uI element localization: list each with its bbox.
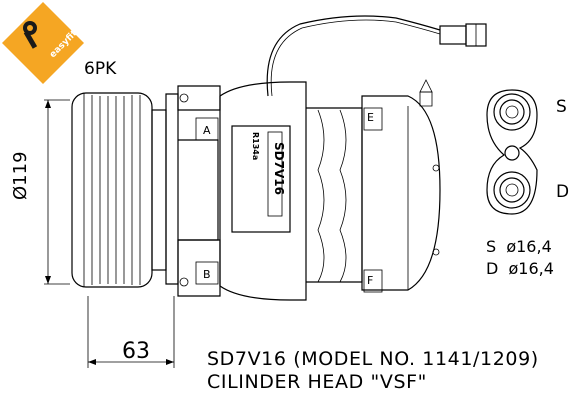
head-caption: CILINDER HEAD "VSF" [207, 371, 427, 393]
wrench-icon [23, 21, 38, 49]
compressor-body [219, 81, 363, 301]
model-caption: SD7V16 (MODEL NO. 1141/1209) [207, 348, 539, 370]
front-housing [165, 85, 221, 297]
port-d-label: D [556, 182, 570, 202]
tag-b: B [203, 268, 211, 281]
offset-dimension [87, 296, 175, 368]
belt-type-label: 6PK [84, 59, 117, 79]
electrical-connector [266, 15, 487, 97]
easyfit-badge [1, 1, 85, 85]
diameter-label: Ø119 [10, 151, 31, 200]
plate-model-label: SD7V16 [272, 142, 286, 195]
pulley [71, 92, 167, 288]
port-s-size: S ø16,4 [486, 237, 552, 256]
tag-f: F [367, 274, 374, 287]
port-s-label: S [556, 97, 567, 117]
port-d-size: D ø16,4 [486, 259, 554, 278]
plate-refrigerant-label: R134a [251, 132, 260, 161]
offset-label: 63 [122, 339, 150, 364]
tag-e: E [367, 111, 374, 124]
tag-a: A [203, 124, 211, 137]
diameter-dimension [44, 99, 70, 285]
service-ports [486, 89, 538, 215]
rear-head [361, 79, 441, 293]
